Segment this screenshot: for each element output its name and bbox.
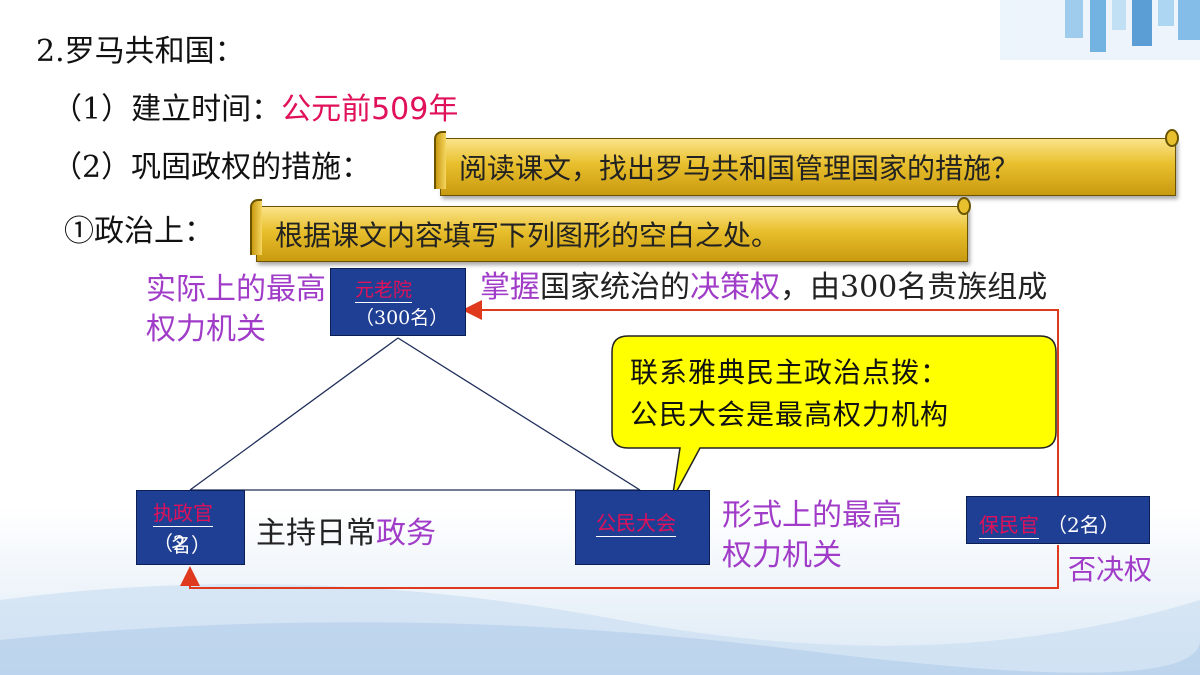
measures-label: （2）巩固政权的措施： [52,150,372,185]
fill-in-prompt-scroll: 根据课文内容填写下列图形的空白之处。 [250,197,971,262]
tribune-role: 保民官 [979,509,1039,539]
tribune-box: 保民官 （2名） [966,496,1150,544]
consul-count-a: （2 [153,531,186,555]
callout-line-2: 公民大会是最高权力机构 [630,398,950,431]
section-heading: 2.罗马共和国： [36,34,245,69]
consul-box: 执政官 （2 名） [136,490,245,565]
senate-right-note: 掌握国家统治的决策权，由300名贵族组成 [480,270,1048,305]
reading-prompt-scroll: 阅读课文，找出罗马共和国管理国家的措施？ [434,129,1179,196]
tribune-count: （2名） [1047,513,1120,537]
triangle-lines [189,337,641,491]
tribune-note: 否决权 [1068,553,1153,586]
consul-role: 执政官 [153,497,213,527]
assembly-note: 形式上的最高权力机关 [722,498,902,573]
callout-line-1: 联系雅典民主政治点拨： [630,356,950,389]
consul-note: 主持日常政务 [256,516,436,551]
veto-arrow-to-consul [180,545,1059,589]
consul-count-b: 名） [171,533,211,557]
veto-arrow-to-senate [462,300,1059,496]
callout-bubble [611,335,1057,501]
founding-date: 公元前509年 [281,92,459,127]
assembly-box: 公民大会 [575,490,710,565]
assembly-role: 公民大会 [596,507,676,537]
senate-role: 元老院 [355,275,413,303]
corner-decoration [1000,0,1200,60]
senate-left-note: 实际上的最高权力机关 [146,272,326,347]
senate-count: （300名） [355,307,449,329]
political-label: ①政治上： [64,214,214,249]
senate-box: 元老院 （300名） [330,268,466,336]
founding-label: （1）建立时间： [52,92,282,127]
reading-prompt-text: 阅读课文，找出罗马共和国管理国家的措施？ [459,152,1020,185]
founding-line: （1）建立时间：公元前509年 [52,84,458,128]
fill-in-prompt-text: 根据课文内容填写下列图形的空白之处。 [275,219,780,252]
callout-text: 联系雅典民主政治点拨： 公民大会是最高权力机构 [630,352,949,436]
